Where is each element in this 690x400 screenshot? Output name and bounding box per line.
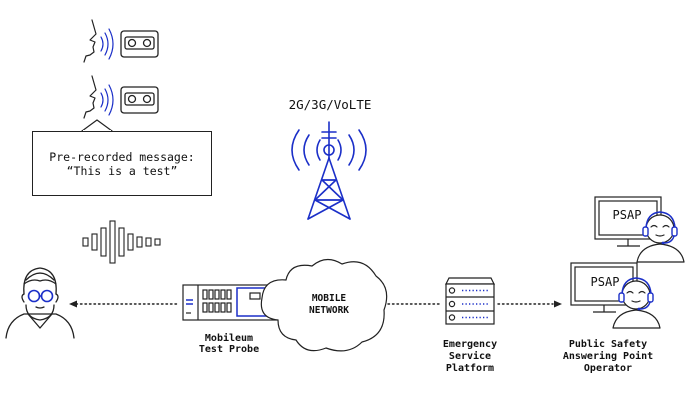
psap-label-line-1: Public Safety	[568, 339, 648, 350]
person-with-glasses-icon	[5, 267, 75, 339]
cell-tower-icon	[291, 121, 367, 220]
cloud-label-line-2: NETWORK	[308, 305, 350, 316]
psap-monitor-label-top: PSAP	[612, 208, 642, 222]
cassette-tape-icon-top	[120, 30, 159, 58]
cloud-label-line-1: MOBILE	[311, 293, 347, 304]
speech-bubble-icon: Pre-recorded message: “This is a test”	[32, 131, 212, 196]
probe-label-line-2: Test Probe	[198, 344, 260, 355]
server-rack-icon	[445, 277, 495, 325]
sound-wave-icon	[82, 220, 161, 264]
arrow-probe-to-caller	[69, 300, 179, 308]
cloud-icon	[260, 258, 388, 352]
probe-label-line-1: Mobileum	[204, 333, 254, 344]
message-line-2: “This is a test”	[66, 164, 178, 178]
esp-label-line-1: Emergency	[442, 339, 498, 350]
network-type-label: 2G/3G/VoLTE	[288, 97, 372, 112]
psap-label-line-2: Answering Point	[562, 351, 654, 362]
message-line-1: Pre-recorded message:	[49, 150, 195, 164]
speech-bubble-tail	[80, 119, 114, 132]
cassette-tape-icon-bottom	[120, 86, 159, 114]
esp-label-line-2: Service	[448, 351, 492, 362]
arrow-cloud-to-psap	[387, 300, 562, 308]
psap-monitor-label-bottom: PSAP	[590, 275, 620, 289]
operator-with-headset-icon-top	[636, 211, 685, 263]
psap-label-line-3: Operator	[583, 363, 633, 374]
operator-with-headset-icon-bottom	[612, 277, 661, 329]
esp-label-line-3: Platform	[445, 363, 495, 374]
speaking-head-icon-bottom	[83, 75, 114, 119]
speaking-head-icon-top	[83, 19, 114, 63]
